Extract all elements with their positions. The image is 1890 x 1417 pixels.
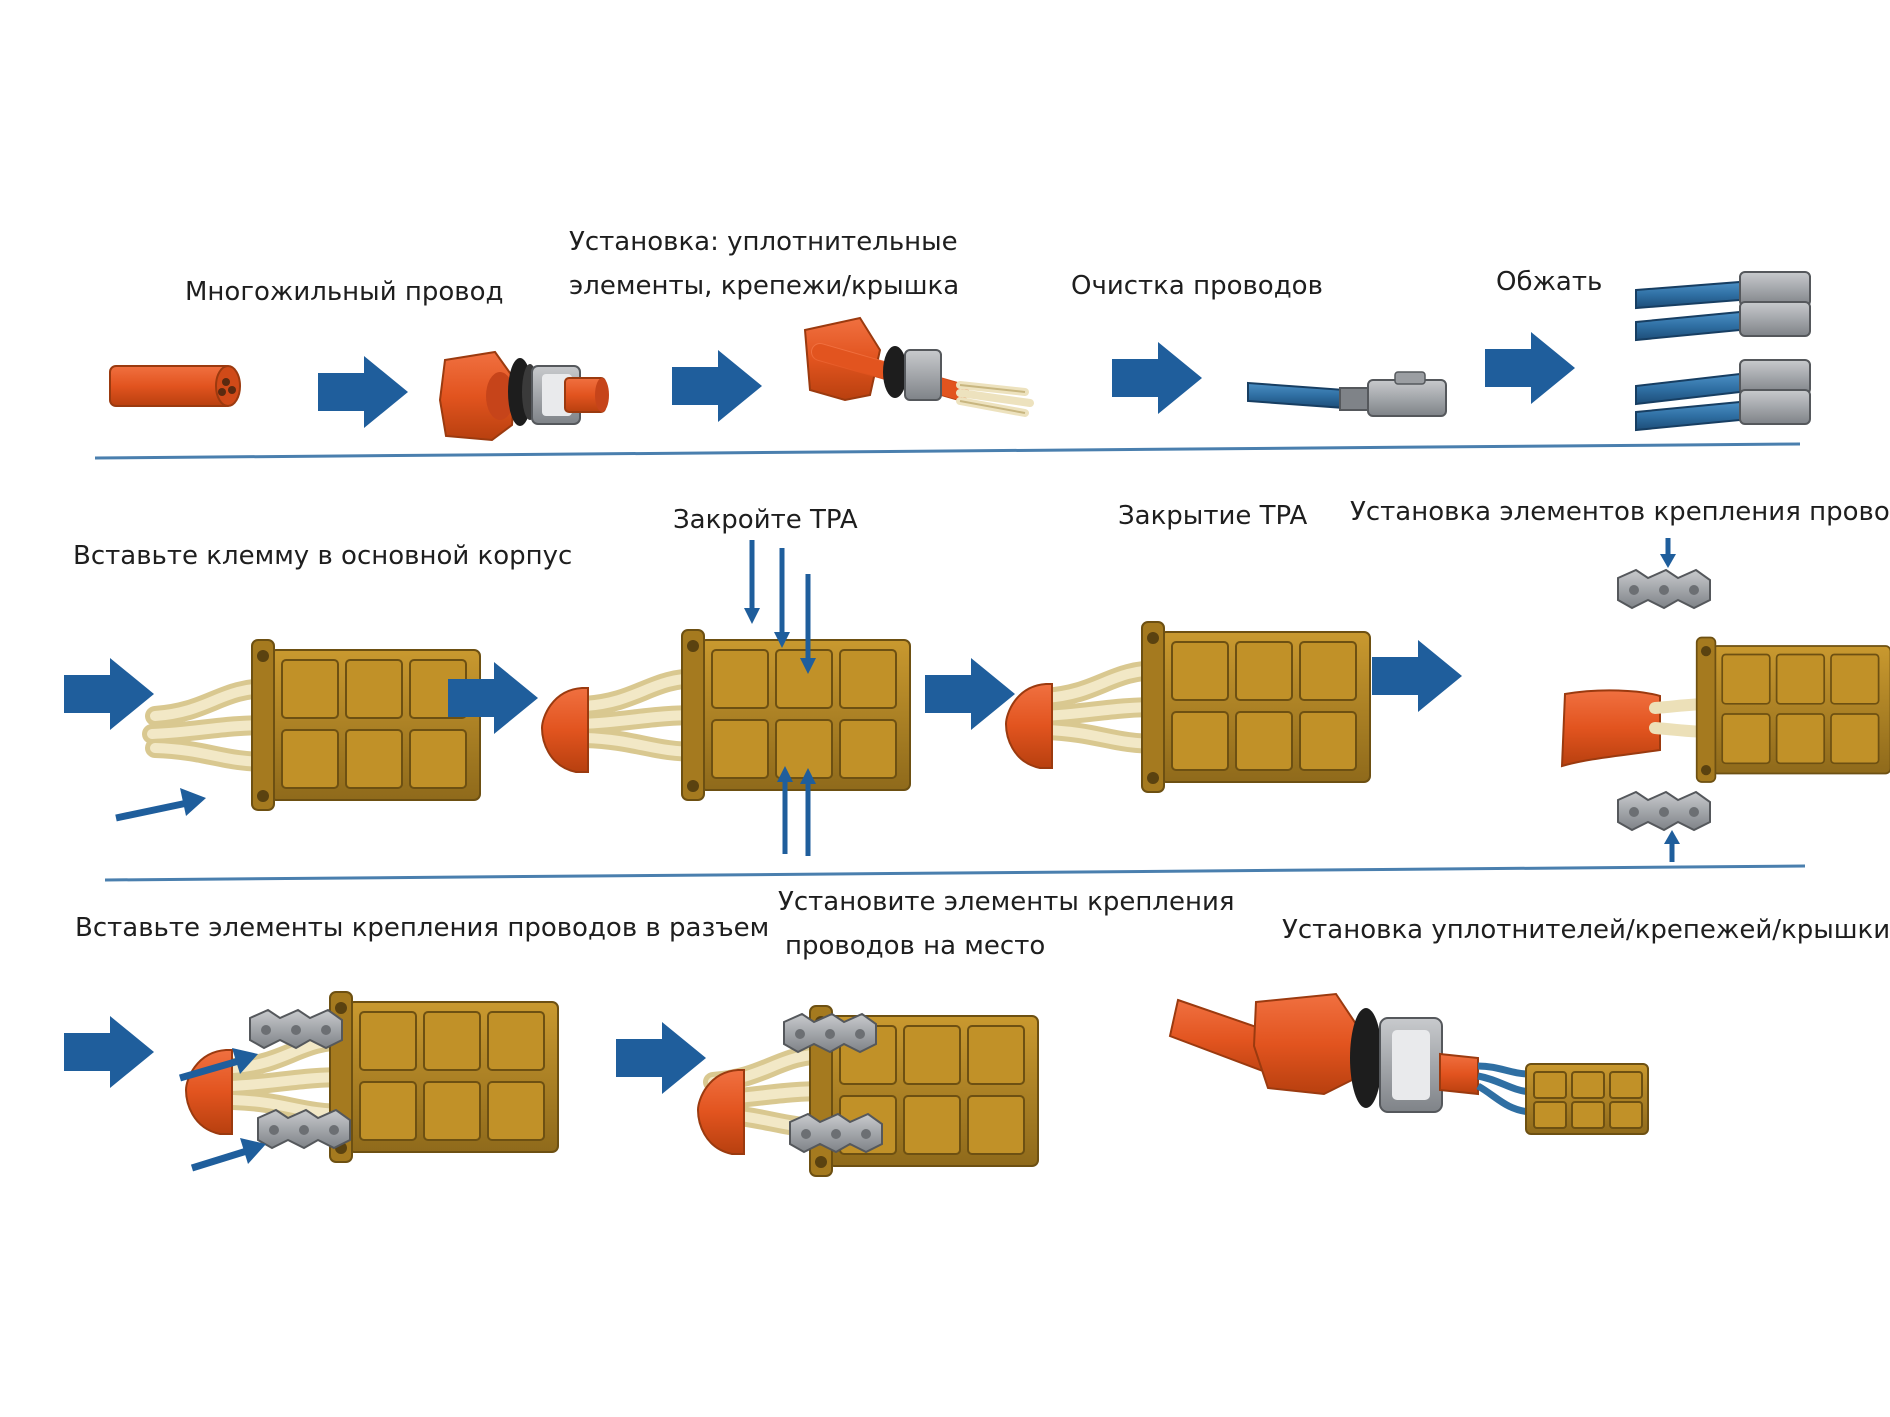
flow-arrow-icon: [1485, 332, 1575, 404]
flow-arrow-icon: [1372, 640, 1462, 712]
step-wire-retainers-image: [1560, 538, 1890, 862]
label-crimp: Обжать: [1496, 267, 1603, 297]
step-crimped-wires-image: [1635, 271, 1811, 432]
step-retainers-in-place-image: [697, 1005, 1039, 1177]
step-stripped-wire-image: [1247, 371, 1447, 417]
step-close-tpa-image: [541, 540, 911, 856]
label-multicore-wire: Многожильный провод: [185, 277, 504, 307]
row-divider-1: [94, 442, 1801, 460]
label-seal-install-line2: элементы, крепежи/крышка: [569, 271, 960, 301]
label-retainers-in-place-line2: проводов на место: [785, 931, 1046, 961]
flow-arrow-icon: [64, 1016, 154, 1088]
flow-arrow-icon: [318, 356, 408, 428]
flow-arrow-icon: [925, 658, 1015, 730]
label-insert-retainers: Вставьте элементы крепления проводов в р…: [75, 913, 770, 943]
label-wire-stripping: Очистка проводов: [1071, 271, 1323, 301]
label-tpa-closed: Закрытие TPA: [1118, 501, 1308, 531]
step-seal-install-image: [438, 350, 609, 442]
step-final-assembly-image: [1168, 992, 1649, 1135]
label-close-tpa: Закройте TPA: [673, 505, 858, 535]
label-final-seal-assembly: Установка уплотнителей/крепежей/крышки: [1282, 915, 1890, 945]
insert-arrow-icon: [180, 788, 206, 816]
label-retainers-in-place-line1: Установите элементы крепления: [778, 887, 1235, 917]
step-tpa-closed-image: [1005, 621, 1371, 793]
flow-arrow-icon: [616, 1022, 706, 1094]
flow-arrow-icon: [672, 350, 762, 422]
flow-arrow-icon: [64, 658, 154, 730]
step-multicore-cable-image: [109, 365, 241, 407]
step-insert-terminal-image: [115, 639, 481, 822]
step-insert-retainers-image: [179, 991, 559, 1172]
label-seal-install-line1: Установка: уплотнительные: [569, 227, 958, 257]
row-divider-2: [104, 864, 1806, 882]
label-insert-terminal: Вставьте клемму в основной корпус: [73, 541, 573, 571]
label-wire-retainers-install: Установка элементов крепления проводов: [1350, 497, 1890, 527]
flow-arrow-icon: [1112, 342, 1202, 414]
step-seal-with-stripped-cores-image: [803, 316, 1034, 417]
